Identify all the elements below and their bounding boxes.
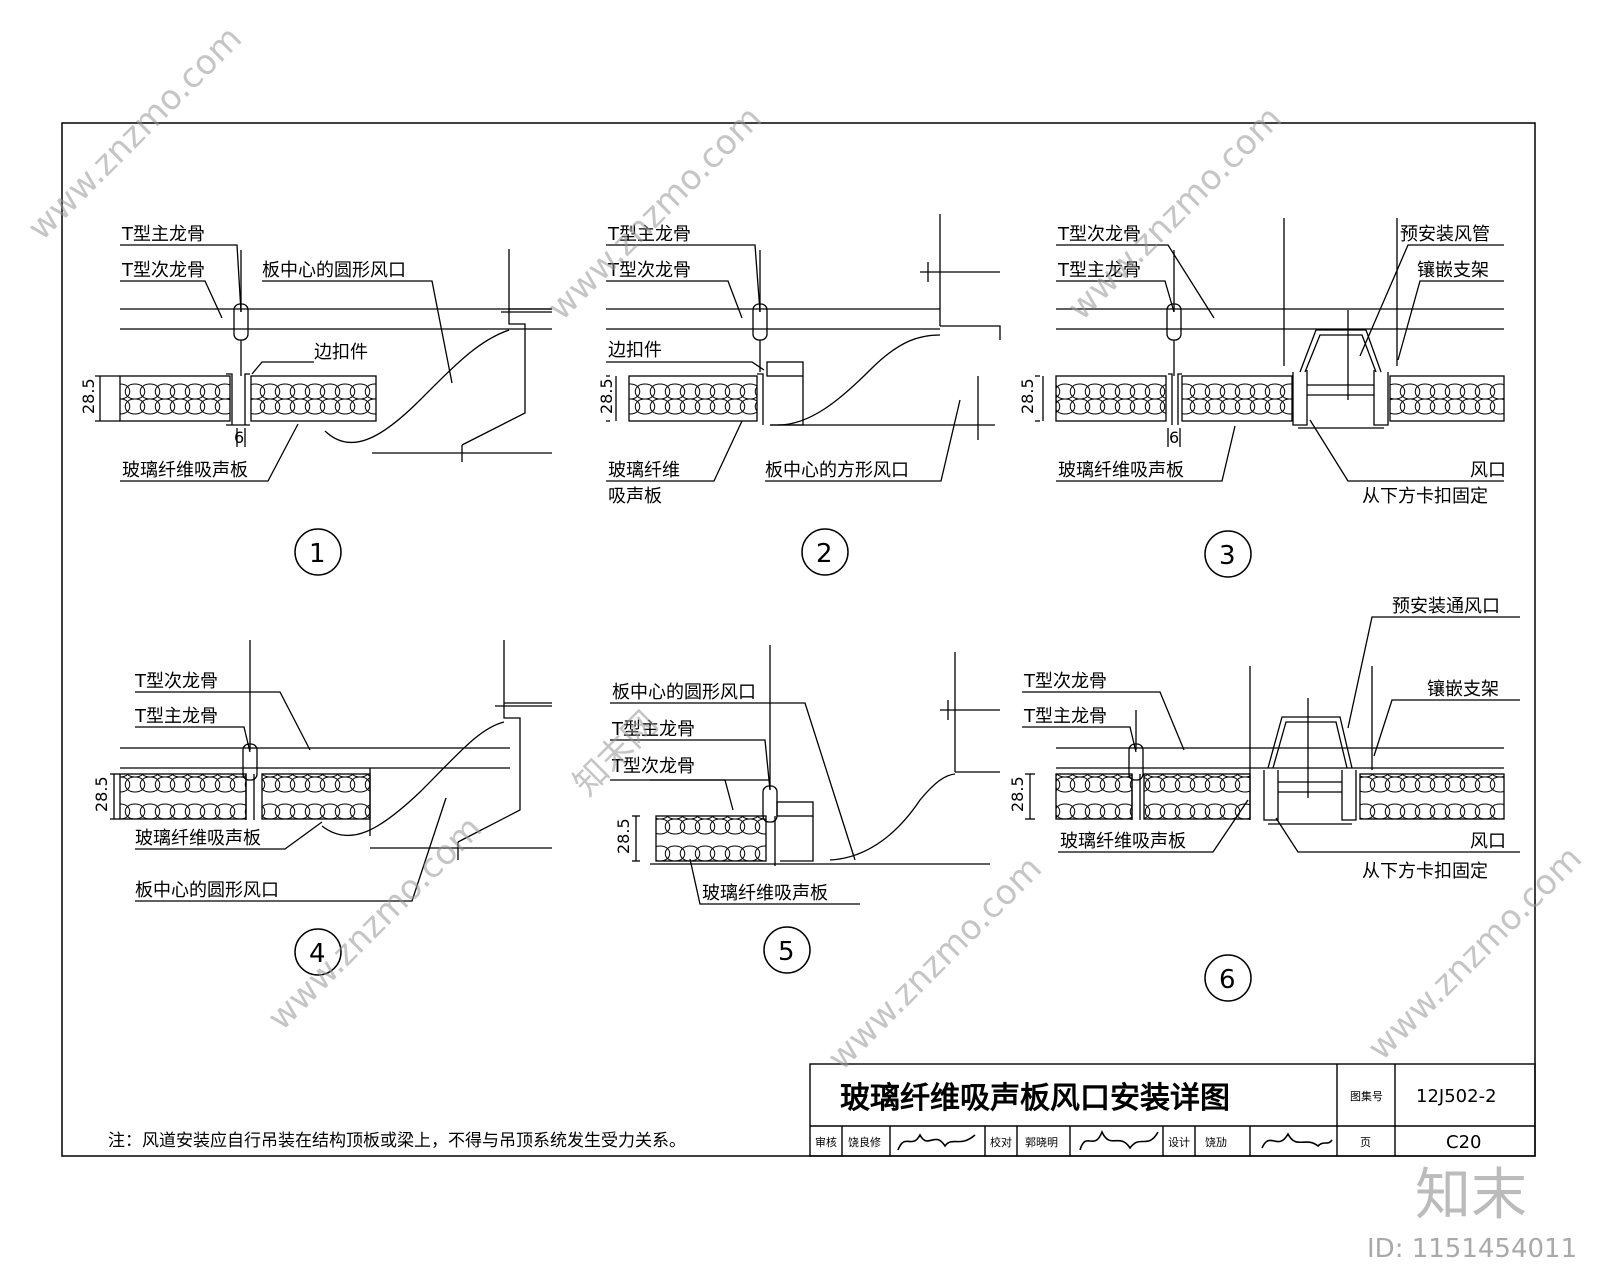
signature-design: [1261, 1132, 1333, 1149]
label-6-vent: 风口: [1470, 831, 1506, 852]
check-name: 郭晓明: [1025, 1136, 1058, 1149]
label-1-cross-tee: T型次龙骨: [121, 260, 205, 281]
panel-3a: [1055, 375, 1167, 422]
panel-4a: [119, 773, 247, 820]
dim-3-gap: 6: [1169, 428, 1179, 447]
label-6-cross-tee: T型次龙骨: [1023, 671, 1107, 692]
atlas-number: 12J502-2: [1416, 1086, 1497, 1107]
signatures: [897, 1129, 1333, 1151]
dim-3-thickness: 28.5: [1018, 378, 1037, 414]
detail-5-number: 5: [778, 937, 795, 967]
label-3-clip-note: 从下方卡扣固定: [1362, 486, 1488, 507]
review-label: 审核: [815, 1135, 837, 1149]
label-6-vent-unit: 预安装通风口: [1392, 596, 1500, 617]
detail-6-number: 6: [1219, 965, 1236, 995]
detail-2-text: T型主龙骨 T型次龙骨 边扣件 玻璃纤维 吸声板 板中心的方形风口 28.5 2: [597, 224, 909, 569]
sheet-border: [61, 122, 1536, 1157]
panel-3b: [1181, 375, 1293, 422]
label-5-main-runner: T型主龙骨: [611, 719, 695, 740]
label-3-duct: 预安装风管: [1400, 224, 1490, 245]
detail-3: [1035, 218, 1505, 578]
dim-1-gap: 6: [234, 428, 244, 447]
detail-3-text: T型次龙骨 T型主龙骨 预安装风管 镶嵌支架 玻璃纤维吸声板 风口 从下方卡扣固…: [1018, 224, 1506, 571]
detail-4-text: T型次龙骨 T型主龙骨 玻璃纤维吸声板 板中心的圆形风口 28.5 4: [92, 671, 326, 969]
detail-2-number: 2: [816, 539, 833, 569]
title-block-text: 玻璃纤维吸声板风口安装详图 图集号 12J502-2 页 C20 审核 饶良修 …: [815, 1081, 1497, 1153]
detail-2: [606, 214, 1001, 576]
detail-1: [95, 244, 552, 576]
detail-1-text: T型主龙骨 T型次龙骨 板中心的圆形风口 边扣件 玻璃纤维吸声板 28.5 6 …: [79, 224, 406, 569]
label-2-edge-clip: 边扣件: [608, 340, 662, 361]
atlas-label: 图集号: [1350, 1089, 1383, 1103]
label-4-panel: 玻璃纤维吸声板: [135, 828, 261, 849]
detail-5-text: 板中心的圆形风口 T型主龙骨 T型次龙骨 玻璃纤维吸声板 28.5 5: [611, 682, 828, 967]
label-1-round-vent: 板中心的圆形风口: [262, 260, 406, 281]
detail-4-number: 4: [309, 939, 326, 969]
label-4-main-runner: T型主龙骨: [134, 706, 218, 727]
label-3-cross-tee: T型次龙骨: [1057, 224, 1141, 245]
label-3-vent: 风口: [1470, 460, 1506, 481]
label-1-edge-clip: 边扣件: [314, 342, 368, 363]
dim-2-thickness: 28.5: [597, 378, 616, 414]
label-2-cross-tee: T型次龙骨: [607, 260, 691, 281]
label-1-main-runner: T型主龙骨: [121, 224, 205, 245]
label-5-round-vent: 板中心的圆形风口: [612, 682, 756, 703]
panel-6a: [1055, 773, 1133, 820]
dim-6-thickness: 28.5: [1008, 776, 1027, 812]
detail-1-number: 1: [309, 539, 326, 569]
page-number: C20: [1446, 1132, 1481, 1153]
panel-6c: [1359, 773, 1505, 820]
label-5-cross-tee: T型次龙骨: [611, 756, 695, 777]
panel-3c: [1389, 375, 1505, 422]
label-4-cross-tee: T型次龙骨: [134, 671, 218, 692]
dim-1-thickness: 28.5: [79, 378, 98, 414]
panel-1b: [250, 375, 377, 422]
dim-5-thickness: 28.5: [614, 818, 633, 854]
panel-2: [628, 375, 758, 422]
panel-1a: [119, 375, 231, 422]
label-2-main-runner: T型主龙骨: [607, 224, 691, 245]
design-name: 饶劢: [1205, 1136, 1227, 1149]
label-2-square-vent: 板中心的方形风口: [765, 460, 909, 481]
signature-review: [897, 1133, 976, 1151]
signature-check: [1079, 1129, 1159, 1151]
label-2-panel-b: 吸声板: [608, 486, 662, 507]
label-3-panel: 玻璃纤维吸声板: [1058, 460, 1184, 481]
label-6-main-runner: T型主龙骨: [1023, 706, 1107, 727]
dim-4-thickness: 28.5: [92, 776, 111, 812]
label-6-panel: 玻璃纤维吸声板: [1060, 831, 1186, 852]
panel-4b: [261, 773, 371, 820]
label-4-round-vent: 板中心的圆形风口: [135, 880, 279, 901]
label-6-clip-note: 从下方卡扣固定: [1362, 861, 1488, 882]
general-note: 注：风道安装应自行吊装在结构顶板或梁上，不得与吊顶系统发生受力关系。: [108, 1131, 686, 1151]
panel-6b: [1143, 773, 1251, 820]
label-5-panel: 玻璃纤维吸声板: [702, 883, 828, 904]
design-label: 设计: [1168, 1136, 1190, 1149]
detail-3-number: 3: [1219, 541, 1236, 571]
label-2-panel-a: 玻璃纤维: [608, 460, 680, 481]
label-1-panel: 玻璃纤维吸声板: [122, 460, 248, 481]
watermark-logo: 知末: [1415, 1163, 1527, 1228]
drawing-title: 玻璃纤维吸声板风口安装详图: [840, 1081, 1230, 1116]
panel-5: [655, 815, 767, 862]
check-label: 校对: [990, 1135, 1012, 1149]
title-block: [809, 1063, 1536, 1157]
label-3-bracket: 镶嵌支架: [1417, 260, 1489, 281]
label-3-main-runner: T型主龙骨: [1057, 260, 1141, 281]
review-name: 饶良修: [848, 1135, 881, 1149]
watermark-id: ID: 1151454011: [1367, 1234, 1578, 1264]
detail-6-text: 预安装通风口 T型次龙骨 T型主龙骨 镶嵌支架 玻璃纤维吸声板 风口 从下方卡扣…: [1008, 596, 1506, 995]
detail-4: [110, 640, 552, 976]
page-label: 页: [1360, 1136, 1371, 1149]
label-6-bracket: 镶嵌支架: [1427, 679, 1499, 700]
detail-6: [1022, 616, 1520, 1002]
detail-5: [610, 645, 1000, 974]
